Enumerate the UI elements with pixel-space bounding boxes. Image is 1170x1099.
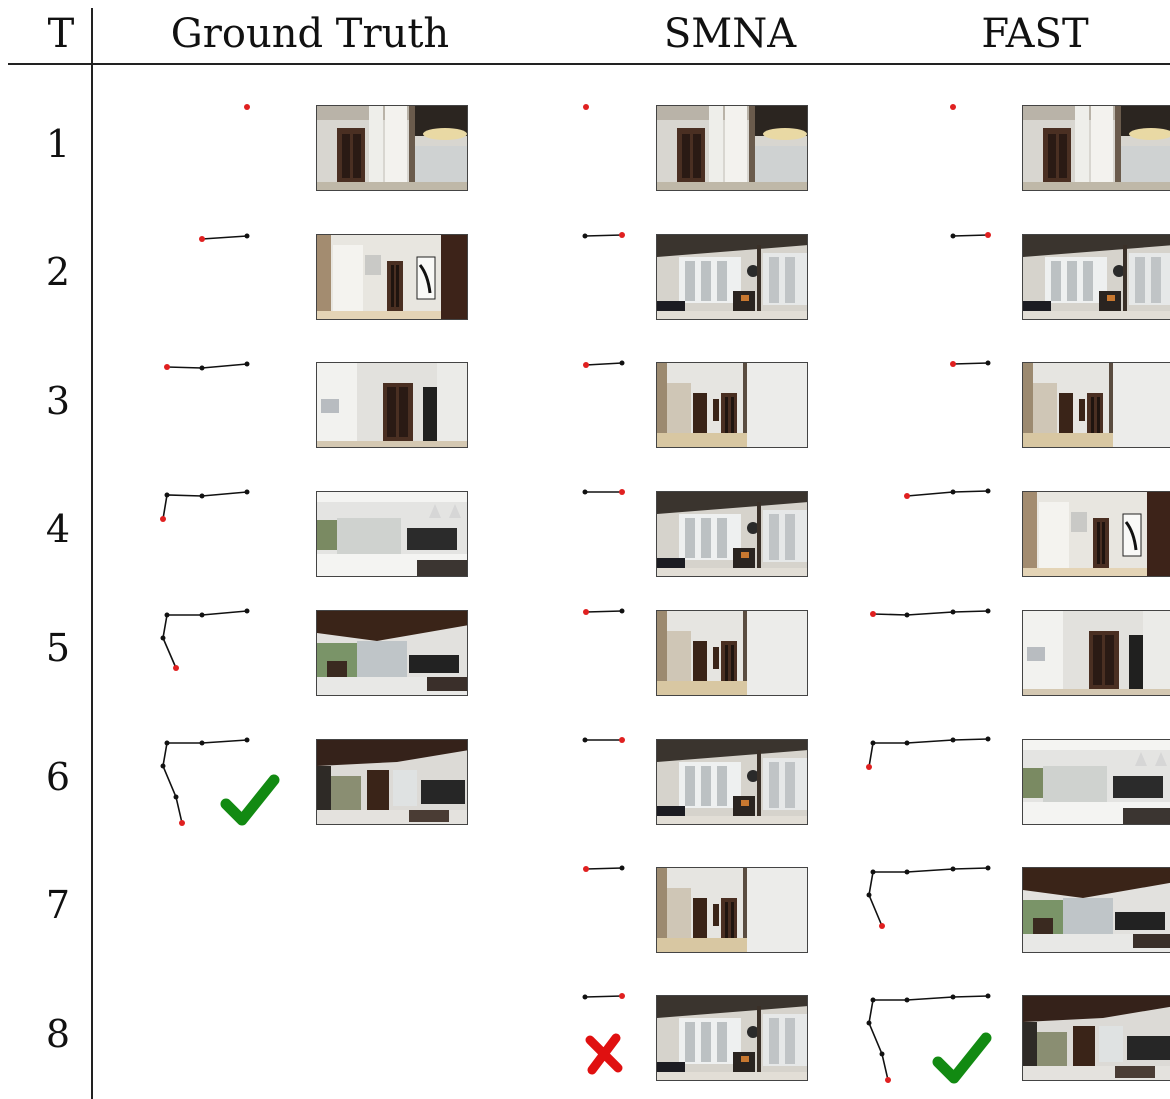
header-ground-truth: Ground Truth xyxy=(170,11,450,57)
smna-view-step-5 xyxy=(656,610,808,696)
header-fast: FAST xyxy=(981,11,1089,57)
gt-trajectory-step-6 xyxy=(160,737,250,826)
fast-view-step-2 xyxy=(1022,234,1170,320)
gt-trajectory-step-3 xyxy=(164,361,250,371)
gt-trajectory-step-5 xyxy=(160,608,250,671)
gt-success-checkmark-icon xyxy=(220,774,280,826)
fast-trajectory-step-4 xyxy=(904,488,991,499)
smna-failure-cross-icon xyxy=(585,1033,623,1075)
smna-trajectory-step-6 xyxy=(582,737,625,743)
fast-view-step-3 xyxy=(1022,362,1170,448)
header-divider xyxy=(8,63,1170,65)
fast-trajectory-step-2 xyxy=(950,232,991,239)
gt-view-step-6 xyxy=(316,739,468,825)
row-number: 5 xyxy=(45,626,71,670)
smna-view-step-7 xyxy=(656,867,808,953)
smna-view-step-6 xyxy=(656,739,808,825)
gt-trajectory-step-4 xyxy=(160,489,250,522)
smna-trajectory-step-4 xyxy=(582,489,625,495)
smna-view-step-1 xyxy=(656,105,808,191)
smna-trajectory-step-8 xyxy=(582,993,625,1000)
row-number: 1 xyxy=(45,122,71,166)
fast-trajectory-step-5 xyxy=(870,608,991,618)
smna-trajectory-step-1 xyxy=(583,104,589,110)
fast-view-step-6 xyxy=(1022,739,1170,825)
fast-view-step-7 xyxy=(1022,867,1170,953)
fast-view-step-4 xyxy=(1022,491,1170,577)
fast-view-step-5 xyxy=(1022,610,1170,696)
fast-trajectory-step-3 xyxy=(950,360,991,367)
row-number: 3 xyxy=(45,379,71,423)
smna-trajectory-step-2 xyxy=(582,232,625,239)
row-number: 8 xyxy=(45,1012,71,1056)
header-t: T xyxy=(47,11,75,57)
smna-view-step-2 xyxy=(656,234,808,320)
gt-trajectory-step-1 xyxy=(244,104,250,110)
gt-view-step-2 xyxy=(316,234,468,320)
smna-view-step-4 xyxy=(656,491,808,577)
fast-trajectory-step-1 xyxy=(950,104,956,110)
row-number: 4 xyxy=(45,507,71,551)
smna-trajectory-step-5 xyxy=(583,608,625,615)
gt-view-step-3 xyxy=(316,362,468,448)
gt-view-step-4 xyxy=(316,491,468,577)
fast-view-step-8 xyxy=(1022,995,1170,1081)
gt-view-step-5 xyxy=(316,610,468,696)
fast-trajectory-step-7 xyxy=(866,865,991,929)
fast-trajectory-step-8 xyxy=(866,993,991,1083)
row-number: 6 xyxy=(45,755,71,799)
header-smna: SMNA xyxy=(663,11,797,57)
gt-view-step-1 xyxy=(316,105,468,191)
fast-view-step-1 xyxy=(1022,105,1170,191)
smna-trajectory-step-3 xyxy=(583,360,625,368)
fast-trajectory-step-6 xyxy=(866,736,991,770)
gt-trajectory-step-2 xyxy=(199,233,250,242)
smna-trajectory-step-7 xyxy=(583,865,625,872)
smna-view-step-3 xyxy=(656,362,808,448)
smna-view-step-8 xyxy=(656,995,808,1081)
fast-success-checkmark-icon xyxy=(932,1032,992,1084)
row-number: 2 xyxy=(45,250,71,294)
column-divider xyxy=(91,8,93,1099)
row-number: 7 xyxy=(45,883,71,927)
